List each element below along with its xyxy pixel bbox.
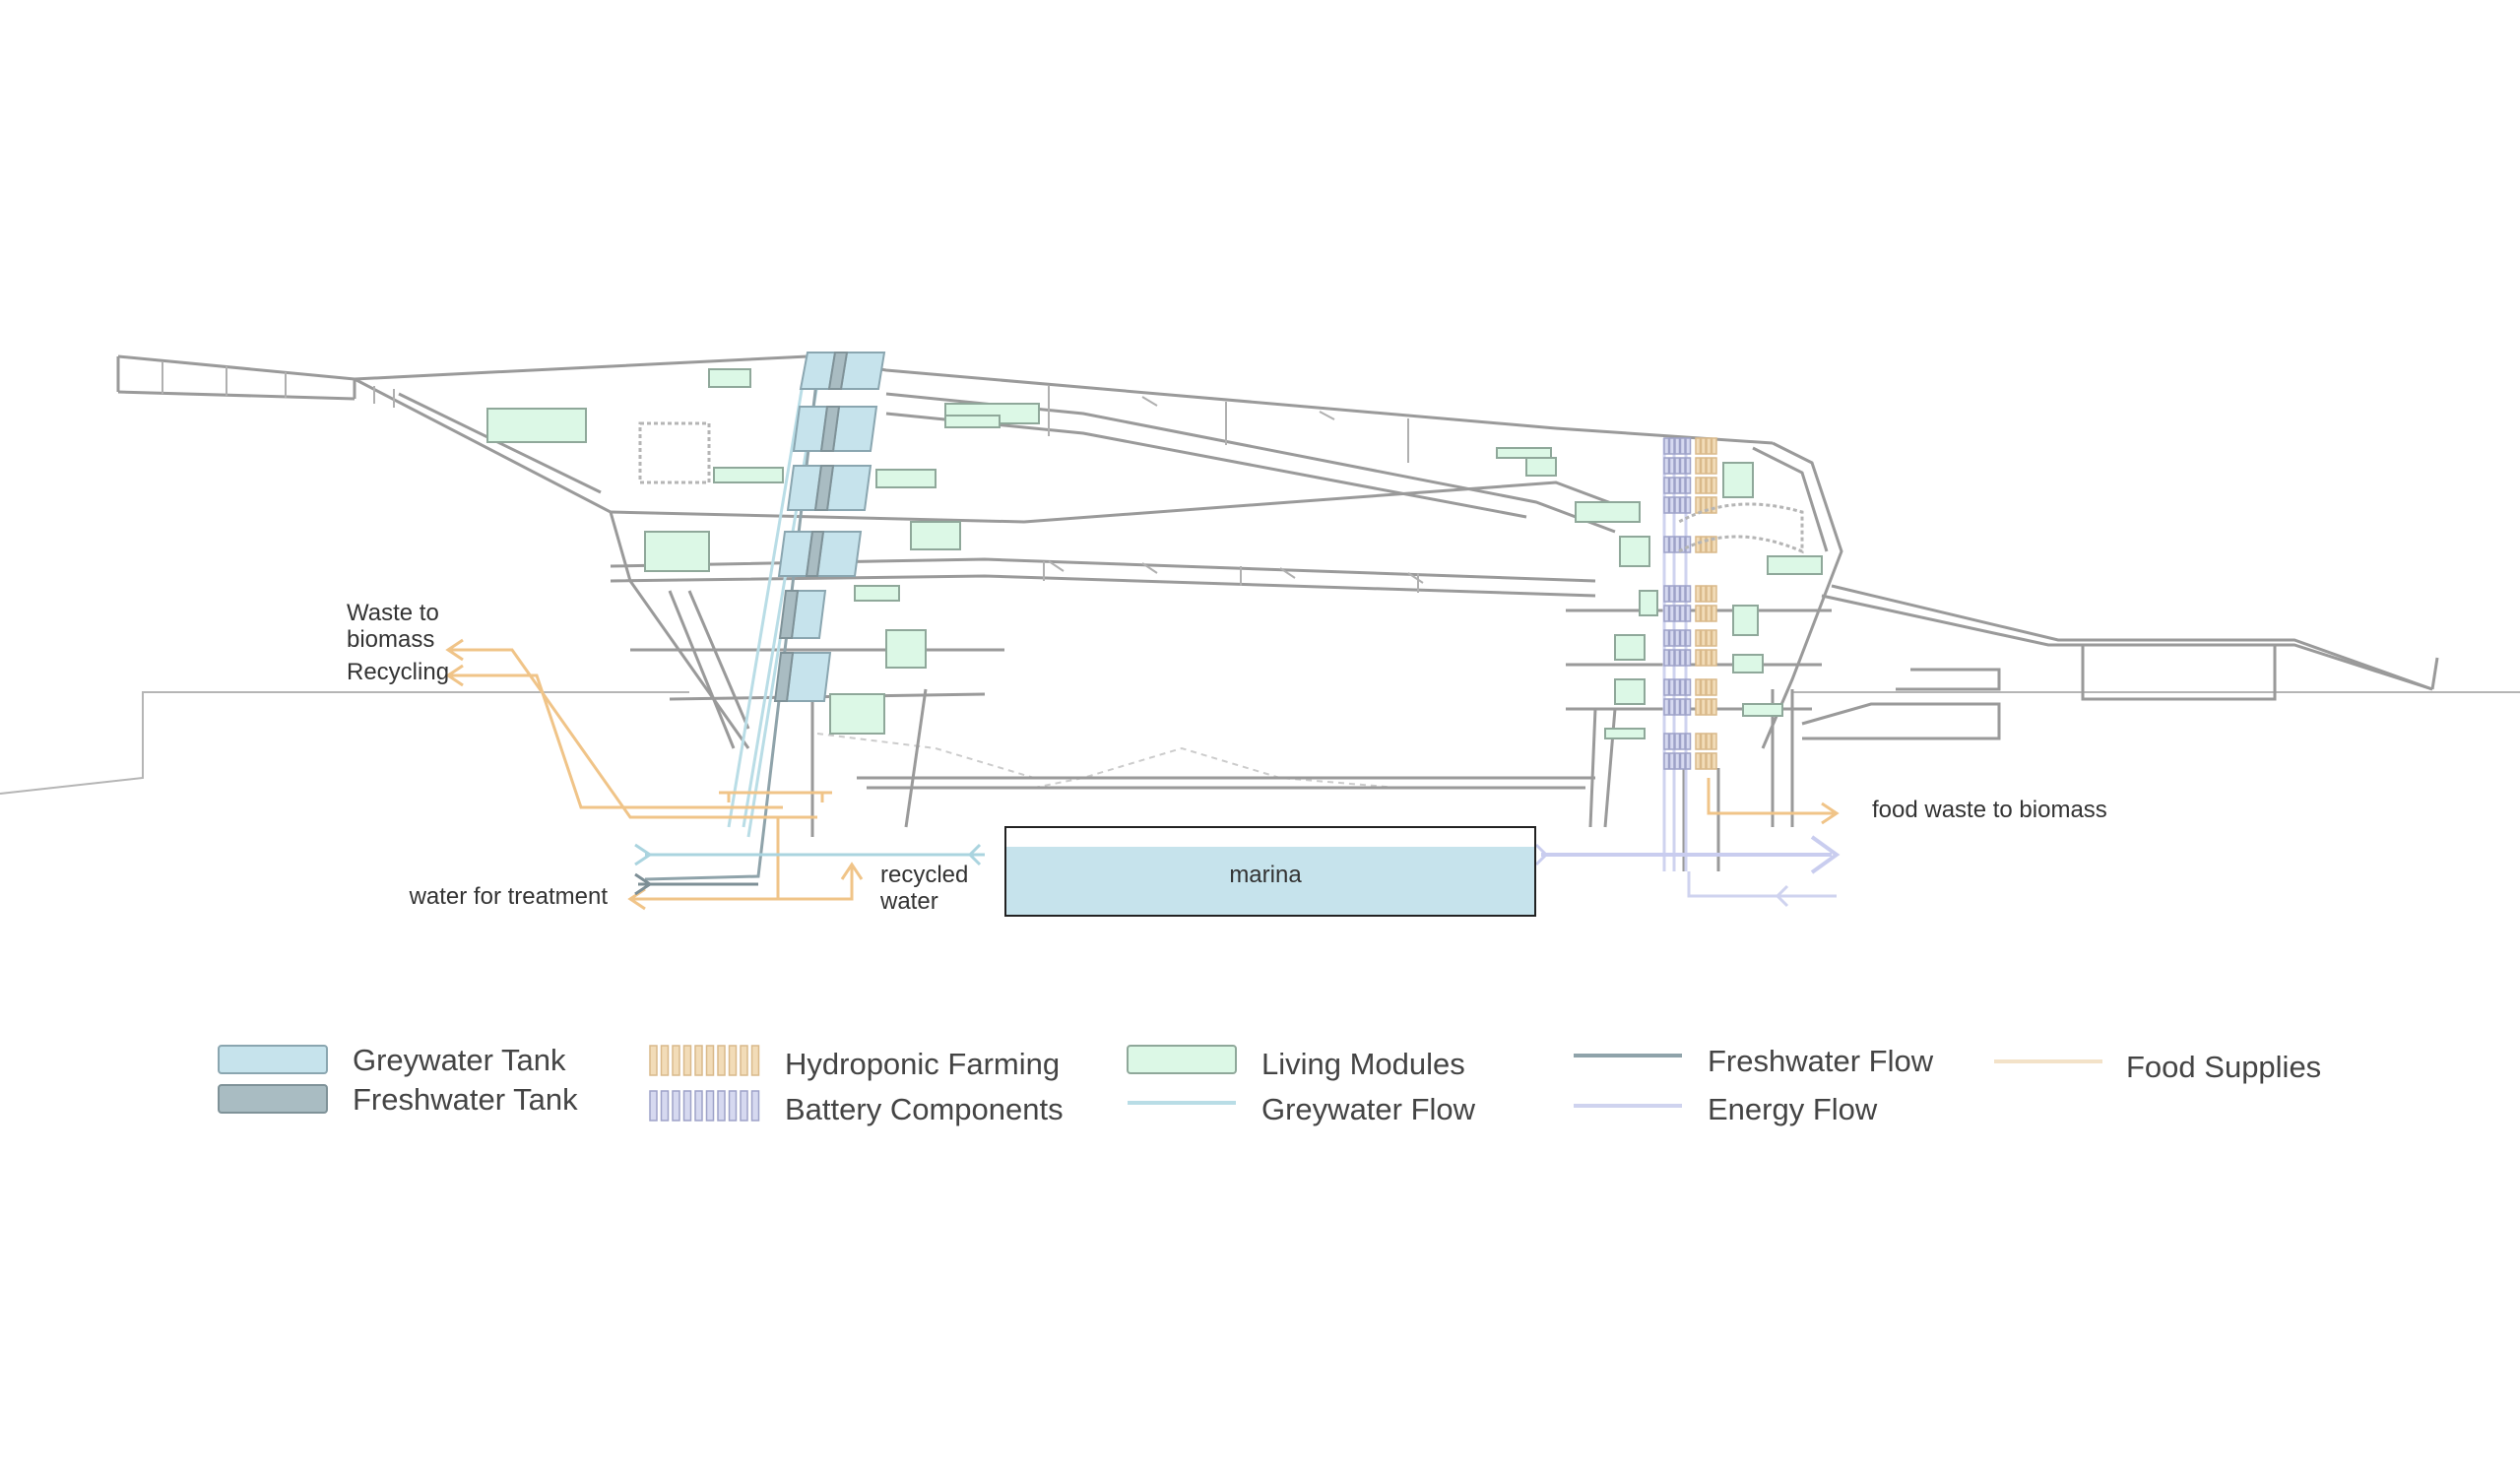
energy-flow-label: Energy Flow xyxy=(1708,1092,1878,1126)
waste-to-biomass-label: Waste to biomass xyxy=(347,600,445,653)
legend-item-greywater-flow: Greywater Flow xyxy=(1128,1092,1476,1126)
food-supplies-label: Food Supplies xyxy=(2126,1050,2321,1084)
food-waste-to-biomass-label: food waste to biomass xyxy=(1872,797,2107,823)
recycling-arrow xyxy=(448,673,783,809)
food-waste-arrow xyxy=(1707,778,1837,815)
greywater-flow-label: Greywater Flow xyxy=(1261,1092,1476,1126)
greywater-tanks xyxy=(777,352,886,702)
battery-stacks xyxy=(1663,437,1692,770)
greywater-tank-label: Greywater Tank xyxy=(353,1043,566,1077)
main-structure xyxy=(116,354,2439,871)
left-core xyxy=(638,352,886,881)
legend-item-hydroponic-farming: Hydroponic Farming xyxy=(649,1045,1060,1081)
water-for-treatment-label: water for treatment xyxy=(409,883,609,910)
living-modules-swatch xyxy=(1127,1045,1237,1074)
recycled-water-label: recycled water xyxy=(879,862,975,915)
battery-components-swatch xyxy=(649,1090,760,1122)
freshwater-tank-label: Freshwater Tank xyxy=(353,1082,578,1117)
legend-item-battery-components: Battery Components xyxy=(649,1090,1064,1126)
legend-item-freshwater-tank: Freshwater Tank xyxy=(218,1082,578,1117)
hydroponic-farming-label: Hydroponic Farming xyxy=(785,1047,1060,1081)
recycled-water-arrow xyxy=(778,865,854,901)
freshwater-flow-label: Freshwater Flow xyxy=(1708,1044,1934,1078)
terrain xyxy=(0,691,2520,795)
marina: marina xyxy=(1004,826,1536,917)
hydroponic-stacks xyxy=(1695,437,1717,770)
living-modules-left xyxy=(486,368,1040,735)
living-modules-label: Living Modules xyxy=(1261,1047,1465,1081)
legend-item-greywater-tank: Greywater Tank xyxy=(218,1043,566,1077)
legend-item-energy-flow: Energy Flow xyxy=(1574,1092,1878,1126)
freshwater-tank-swatch xyxy=(218,1084,328,1114)
freshwater-tanks xyxy=(773,352,849,702)
waste-to-biomass-arrow xyxy=(448,648,817,819)
right-core xyxy=(1496,437,1823,871)
legend-item-freshwater-flow: Freshwater Flow xyxy=(1574,1044,1934,1078)
marina-label: marina xyxy=(1229,862,1302,888)
annotation-labels: Waste to biomass Recycling water for tre… xyxy=(347,600,2107,915)
cantilever-truss xyxy=(162,361,1424,593)
greywater-tank-swatch xyxy=(218,1045,328,1074)
legend-item-food-supplies: Food Supplies xyxy=(1994,1050,2321,1084)
recycling-label: Recycling xyxy=(347,659,449,685)
hydroponic-farming-swatch xyxy=(649,1045,760,1076)
legend-item-living-modules: Living Modules xyxy=(1127,1045,1465,1081)
battery-components-label: Battery Components xyxy=(785,1092,1064,1126)
flow-arrows xyxy=(445,638,1841,911)
